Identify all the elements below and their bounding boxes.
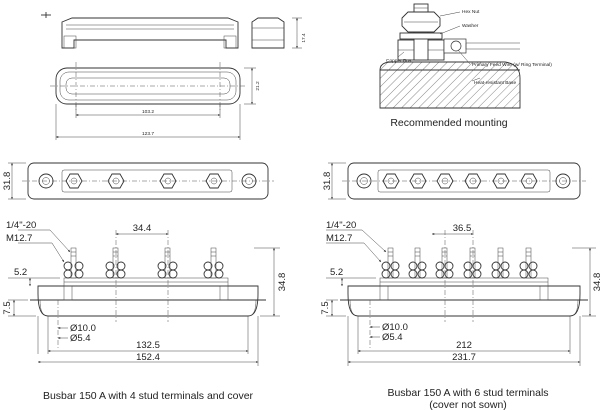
label-copper-bus: Copper Bus: [386, 58, 412, 64]
busbar-4-side-height-dim: 34.8: [277, 273, 288, 292]
busbar-6-caption-line1: Busbar 150 A with 6 stud terminals: [387, 387, 548, 399]
busbar-6-nut-spec: M12.7: [326, 233, 352, 244]
busbar-4-inner-length-dim: 132.5: [136, 340, 160, 351]
cover-top-view: 21.2 103.2 123.7: [50, 62, 261, 140]
cover-total-length-dim: 123.7: [142, 131, 154, 137]
busbar-6-thread-spec: 1/4"-20: [326, 220, 356, 231]
busbar-6-caption-line2: (cover not sown): [429, 399, 507, 410]
busbar-6-top-view: [328, 162, 586, 200]
cover-width-dim: 21.2: [255, 81, 261, 91]
label-washer: Washer: [462, 23, 479, 29]
busbar-6-side-view: [326, 229, 596, 366]
busbar-6-total-length-dim: 231.7: [452, 352, 476, 363]
mounting-detail: Hex Nut Washer Copper Bus Primary Feed W…: [379, 3, 552, 109]
busbar-4-thread-spec: 1/4"-20: [6, 220, 36, 231]
busbar-6-side-studs: [381, 247, 538, 279]
busbar-6-hole-outer-dim: Ø10.0: [382, 322, 408, 333]
busbar-4-base-height-dim: 7.5: [2, 301, 13, 314]
busbar-4-nut-spec: M12.7: [6, 233, 32, 244]
label-hex-nut: Hex Nut: [462, 9, 480, 15]
busbar-4-side-studs: [63, 247, 224, 279]
busbar-6-top-nuts: [382, 173, 538, 189]
busbar-4-top-height-dim: 31.8: [2, 172, 13, 191]
busbar-4-caption: Busbar 150 A with 4 stud terminals and c…: [43, 390, 254, 402]
busbar-4-step-dim: 5.2: [14, 267, 27, 278]
busbar-6-side-height-dim: 34.8: [592, 273, 600, 292]
busbar-6-base-height-dim: 7.5: [320, 301, 331, 314]
busbar-4-stud-pitch-dim: 34.4: [133, 223, 152, 234]
busbar-4-hole-outer-dim: Ø10.0: [70, 323, 96, 334]
busbar-4-top-view: [8, 162, 274, 200]
busbar-4-total-length-dim: 152.4: [136, 352, 160, 363]
busbar-6-step-dim: 5.2: [330, 267, 343, 278]
busbar-6-top-height-dim: 31.8: [322, 172, 333, 191]
cover-inner-length-dim: 103.2: [142, 109, 154, 115]
cover-end-view: 17.4: [251, 17, 307, 49]
label-heat-resistant-base: Heat-resistant Base: [474, 80, 516, 86]
busbar-6-hole-inner-dim: Ø5.4: [382, 332, 403, 343]
busbar-4-side-view: [8, 229, 280, 366]
busbar-4-top-nuts: [65, 173, 223, 189]
mounting-caption: Recommended mounting: [390, 117, 507, 129]
cover-height-dim: 17.4: [301, 33, 307, 43]
label-primary-feed-wire: Primary Feed Wire (w/ Ring Terminal): [472, 62, 552, 68]
cover-side-view: [41, 12, 239, 49]
busbar-6-stud-pitch-dim: 36.5: [453, 223, 472, 234]
busbar-4-hole-inner-dim: Ø5.4: [70, 333, 91, 344]
busbar-6-inner-length-dim: 212: [456, 340, 472, 351]
